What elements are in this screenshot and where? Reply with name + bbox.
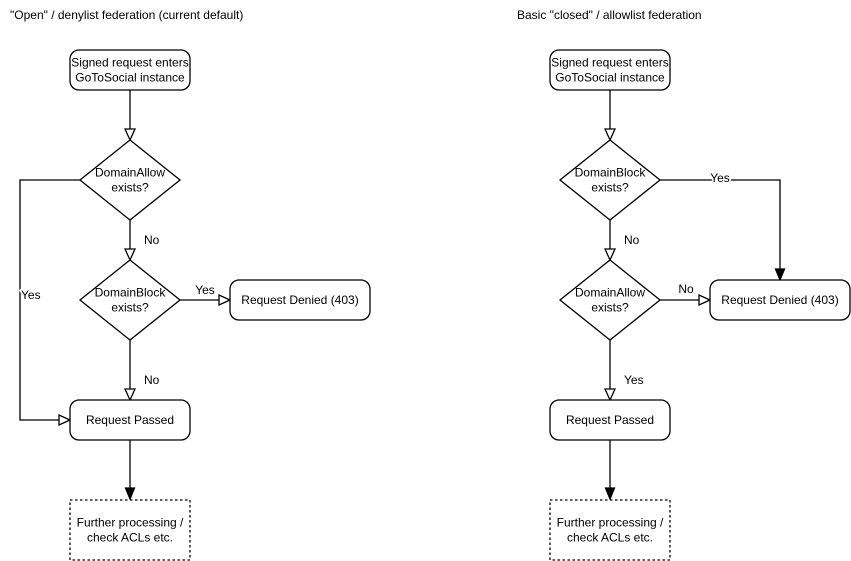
signed-request-shape [549, 49, 671, 91]
filled-arrowhead-icon [124, 487, 136, 501]
request-passed-label: Request Passed [86, 413, 174, 427]
edge-label-domainblock-no: No [144, 373, 160, 387]
open-arrowhead-icon [603, 248, 617, 262]
filled-arrowhead-icon [774, 268, 786, 282]
edge-label-domainallow-yes: Yes [21, 288, 41, 302]
further-processing-label: Further processing /check ACLs etc. [77, 516, 184, 545]
node-request-passed: Request Passed [69, 399, 191, 441]
edge-start-to-domainallow [123, 90, 137, 142]
domainblock-decision-shape [558, 139, 662, 221]
edge-start-to-domainblock [603, 90, 617, 142]
request-denied-label: Request Denied (403) [721, 293, 838, 307]
open-arrowhead-icon [123, 128, 137, 142]
request-denied-shape [709, 279, 851, 321]
further-processing-label: Further processing /check ACLs etc. [557, 516, 664, 545]
edge-label-domainblock-yes: Yes [710, 171, 730, 185]
edge-passed-to-further [604, 440, 616, 501]
edge-domainblock-no [123, 340, 137, 402]
node-request-denied: Request Denied (403) [709, 279, 851, 321]
edge-domainallow-no [123, 220, 137, 262]
edge-label-domainblock-no: No [624, 233, 640, 247]
open-arrowhead-icon [58, 413, 72, 427]
node-request-passed: Request Passed [549, 399, 671, 441]
open-arrowhead-icon [698, 293, 712, 307]
domainallow-decision-shape [78, 139, 182, 221]
domainallow-decision-shape [558, 259, 662, 341]
edge-domainallow-yes [19, 179, 80, 427]
open-arrowhead-icon [123, 248, 137, 262]
edge-domainblock-yes [180, 293, 232, 307]
further-processing-shape [69, 499, 191, 561]
edge-domainblock-yes [660, 179, 786, 282]
open-arrowhead-icon [123, 388, 137, 402]
node-request-denied: Request Denied (403) [229, 279, 371, 321]
node-further-processing: Further processing /check ACLs etc. [549, 499, 671, 561]
edge-label-domainallow-no: No [144, 233, 160, 247]
edge-domainblock-no [603, 220, 617, 262]
node-further-processing: Further processing /check ACLs etc. [69, 499, 191, 561]
edge-label-domainallow-no: No [678, 282, 694, 296]
edge-domainallow-no [660, 293, 712, 307]
open-arrowhead-icon [218, 293, 232, 307]
request-passed-label: Request Passed [566, 413, 654, 427]
diagram-title-open-denylist: "Open" / denylist federation (current de… [10, 8, 243, 22]
domainblock-decision-shape [78, 259, 182, 341]
request-passed-shape [69, 399, 191, 441]
request-denied-label: Request Denied (403) [241, 293, 358, 307]
edge-passed-to-further [124, 440, 136, 501]
open-arrowhead-icon [603, 388, 617, 402]
filled-arrowhead-icon [604, 487, 616, 501]
edge-label-domainallow-yes: Yes [624, 373, 644, 387]
diagram-title-closed-allowlist: Basic "closed" / allowlist federation [517, 8, 702, 22]
signed-request-shape [69, 49, 191, 91]
edge-label-domainblock-yes: Yes [195, 283, 215, 297]
edge-domainallow-yes [603, 340, 617, 402]
further-processing-shape [549, 499, 671, 561]
request-passed-shape [549, 399, 671, 441]
open-arrowhead-icon [603, 128, 617, 142]
request-denied-shape [229, 279, 371, 321]
